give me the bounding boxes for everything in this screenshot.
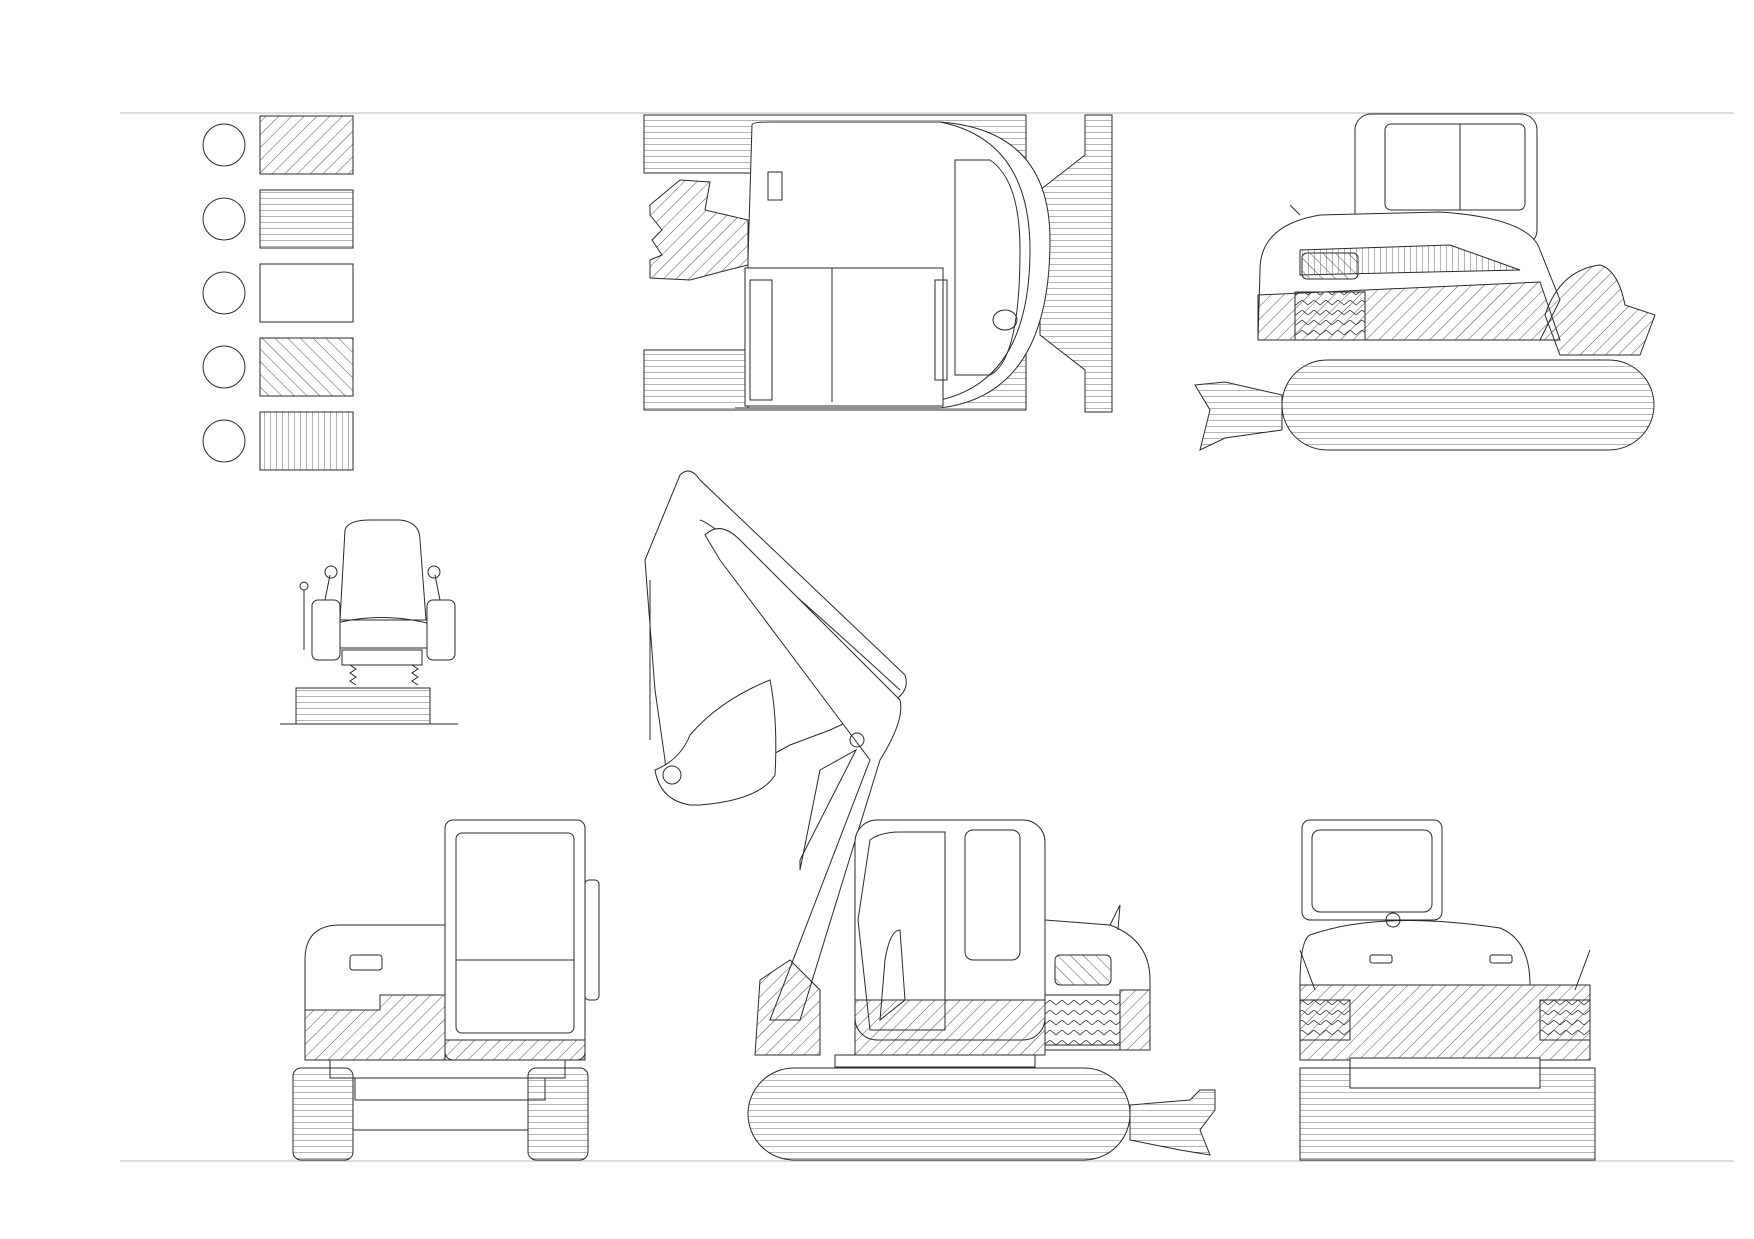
dozer-blade-side [1129,1089,1216,1156]
cab-rear [1301,819,1443,921]
dozer-blade-top [1039,114,1113,413]
dozer-blade-right [1194,381,1283,451]
side-view-with-arm [644,470,1216,1161]
frame-lines [120,112,1734,1162]
track-left-1 [292,1067,354,1161]
left-side-view [292,819,600,1161]
boom-arm-stub-right [1544,264,1656,356]
cab-left [444,819,586,1061]
track-left-2 [527,1067,589,1161]
legend-item-vertical [202,411,354,471]
boom-base-top [649,179,749,281]
bucket [654,679,777,806]
seat-base [295,687,431,725]
hatch-legend [202,115,354,471]
engine-hood-rear [1299,919,1531,986]
legend-item-diagonal-right [202,115,354,175]
seat-back [339,519,427,621]
top-view [643,114,1113,413]
rear-view [1299,819,1596,1161]
track-side [747,1067,1131,1161]
legend-item-diagonal-left [202,337,354,397]
operator-seat-detail [280,519,458,725]
track-right [1281,359,1655,451]
legend-item-no-fill [202,263,354,323]
legend-item-horizontal [202,189,354,249]
right-side-view [1194,113,1656,451]
